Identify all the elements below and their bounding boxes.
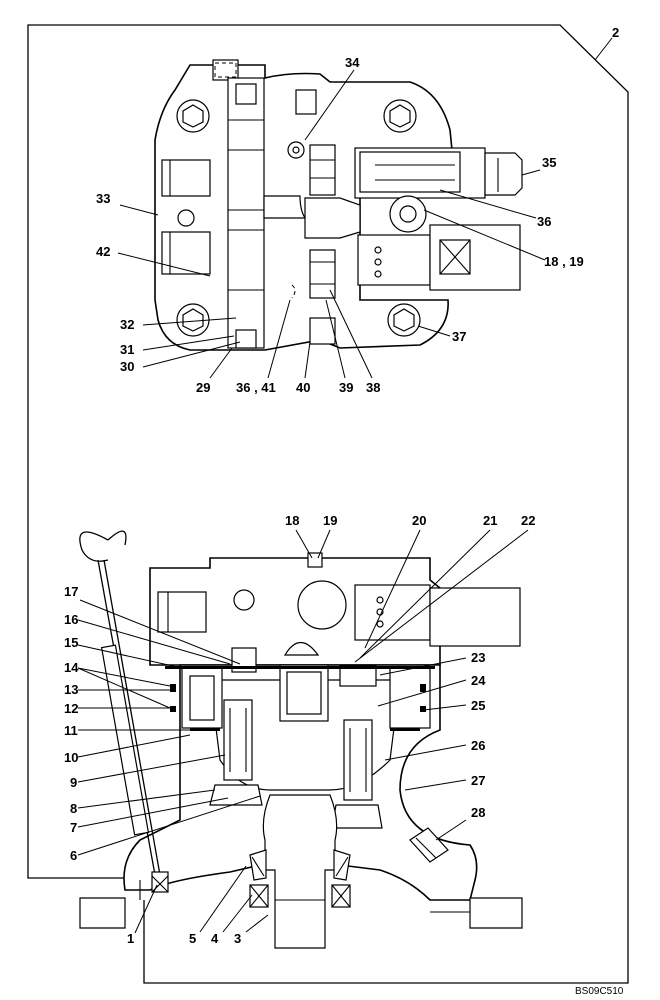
output-shaft <box>262 794 338 949</box>
callout-32: 32 <box>120 317 134 332</box>
callout-29: 29 <box>196 380 210 395</box>
callout-33: 33 <box>96 191 110 206</box>
callout-35: 35 <box>542 155 556 170</box>
bolt-top-left <box>176 99 210 133</box>
bolt-bottom-left <box>176 303 210 337</box>
ball-bearing <box>249 884 351 908</box>
solenoid-cartridge <box>354 147 523 199</box>
callout-11: 11 <box>64 723 78 738</box>
callout-9: 9 <box>70 775 77 790</box>
drawing-code: BS09C510 <box>575 986 624 997</box>
callout-39: 39 <box>339 380 353 395</box>
level-gauge-dipstick <box>79 530 169 893</box>
bolt-top-right <box>383 99 417 133</box>
callout-16: 16 <box>64 612 78 627</box>
callout-18-19-top: 18 , 19 <box>544 254 584 269</box>
callout-5: 5 <box>189 931 196 946</box>
callout-25: 25 <box>471 698 485 713</box>
callout-13: 13 <box>64 682 78 697</box>
piston-right <box>331 719 383 829</box>
assembly-boundary-frame <box>27 24 629 984</box>
callout-36-top: 36 <box>537 214 551 229</box>
callout-19-bottom: 19 <box>323 513 337 528</box>
callout-31: 31 <box>120 342 134 357</box>
callout-1: 1 <box>127 931 134 946</box>
callout-10: 10 <box>64 750 78 765</box>
top-view-valve-block <box>154 59 523 351</box>
callout-6: 6 <box>70 848 77 863</box>
callout-12: 12 <box>64 701 78 716</box>
callout-17: 17 <box>64 584 78 599</box>
callout-36-41: 36 , 41 <box>236 380 276 395</box>
callout-2: 2 <box>612 25 619 40</box>
callout-15: 15 <box>64 635 78 650</box>
callout-4: 4 <box>211 931 219 946</box>
callout-34: 34 <box>345 55 360 70</box>
callout-22: 22 <box>521 513 535 528</box>
callout-23: 23 <box>471 650 485 665</box>
callout-38: 38 <box>366 380 380 395</box>
side-solenoid <box>357 224 521 291</box>
callout-7: 7 <box>70 820 77 835</box>
callout-8: 8 <box>70 801 77 816</box>
callout-labels: 2 34 35 33 36 42 18 , 19 32 37 31 30 29 … <box>64 25 624 997</box>
callout-30: 30 <box>120 359 134 374</box>
callout-3: 3 <box>234 931 241 946</box>
drain-plug <box>409 827 449 863</box>
callout-21: 21 <box>483 513 497 528</box>
callout-42: 42 <box>96 244 110 259</box>
callout-40: 40 <box>296 380 310 395</box>
callout-24: 24 <box>471 673 486 688</box>
callout-28: 28 <box>471 805 485 820</box>
taper-bearing <box>249 849 351 881</box>
bottom-view-motor-section <box>79 552 523 949</box>
callout-20: 20 <box>412 513 426 528</box>
callout-18-bottom: 18 <box>285 513 299 528</box>
leader-lines <box>77 37 613 934</box>
check-plug <box>389 195 427 233</box>
callout-27: 27 <box>471 773 485 788</box>
bolt-bottom-right <box>387 303 421 337</box>
callout-14: 14 <box>64 660 79 675</box>
callout-26: 26 <box>471 738 485 753</box>
callout-37: 37 <box>452 329 466 344</box>
